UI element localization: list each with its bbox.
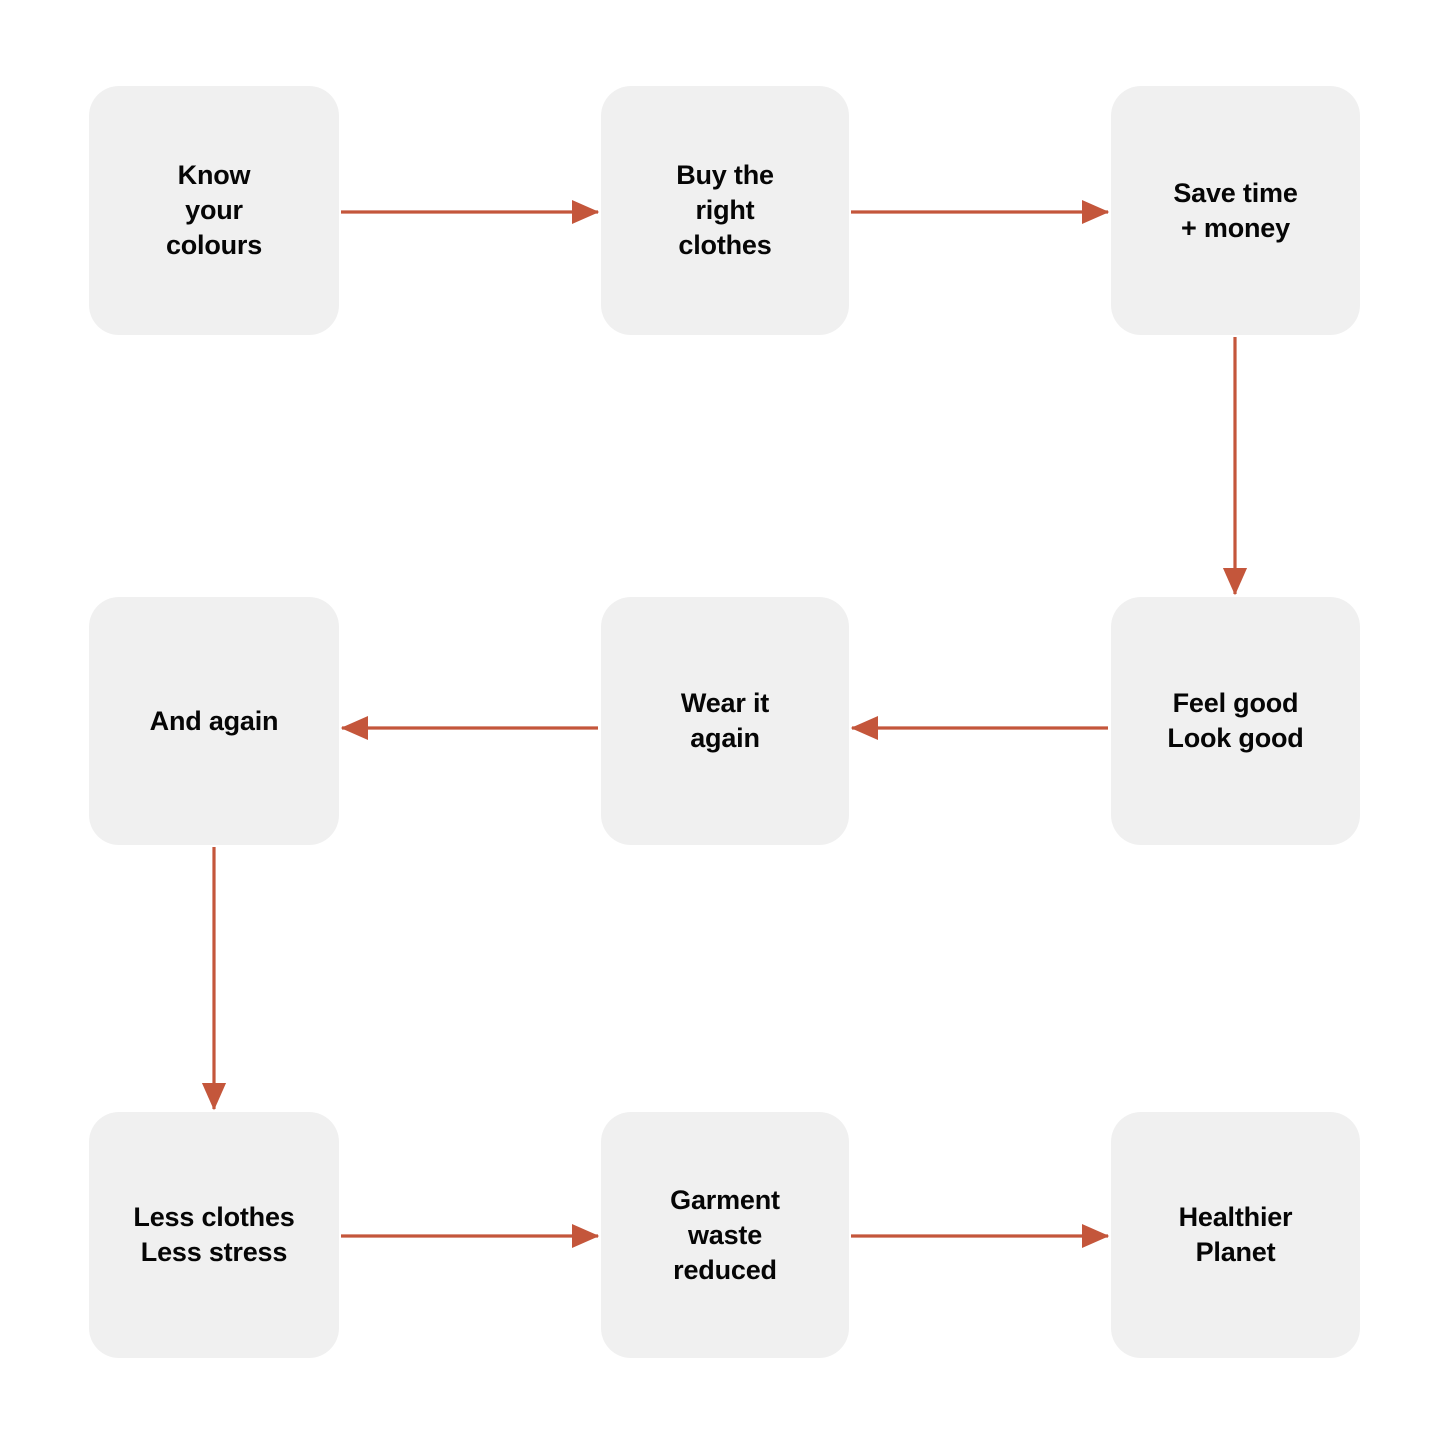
node-label: Healthier Planet: [1178, 1202, 1293, 1267]
node-healthier-planet[interactable]: Healthier Planet: [1111, 1112, 1360, 1358]
node-label: And again: [149, 705, 279, 736]
node-garment-waste-reduced[interactable]: Garment waste reduced: [601, 1112, 849, 1358]
node-buy-right-clothes[interactable]: Buy the right clothes: [601, 86, 849, 335]
node-label: Save time + money: [1173, 177, 1298, 243]
node-know-your-colours[interactable]: Know your colours: [89, 86, 339, 335]
node-save-time-money[interactable]: Save time + money: [1111, 86, 1360, 335]
node-less-clothes-less-stress[interactable]: Less clothes Less stress: [89, 1112, 339, 1358]
node-wear-it-again[interactable]: Wear it again: [601, 597, 849, 845]
node-label: Know your colours: [165, 160, 263, 260]
node-label: Wear it again: [680, 688, 770, 753]
node-label: Garment waste reduced: [670, 1184, 780, 1285]
node-feel-good-look-good[interactable]: Feel good Look good: [1111, 597, 1360, 845]
node-label: Feel good Look good: [1167, 688, 1304, 753]
node-label: Less clothes Less stress: [133, 1202, 295, 1267]
node-and-again[interactable]: And again: [89, 597, 339, 845]
node-label: Buy the right clothes: [676, 160, 774, 260]
